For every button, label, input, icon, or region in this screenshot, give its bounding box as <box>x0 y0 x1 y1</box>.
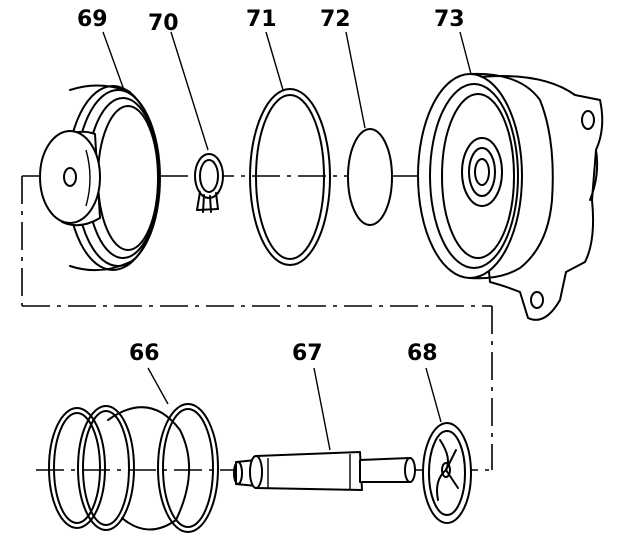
part-73-housing <box>417 72 604 321</box>
leader-lines <box>102 31 472 451</box>
part-66-seal-rings <box>48 403 219 533</box>
part-71-seal-ring <box>249 88 331 266</box>
part-72-seal <box>347 128 393 226</box>
callout-71: 71 <box>246 7 277 32</box>
callout-66: 66 <box>129 341 160 366</box>
callout-67: 67 <box>292 341 323 366</box>
callout-labels: 69 70 71 72 73 66 67 68 <box>77 7 465 366</box>
callout-70: 70 <box>148 11 179 36</box>
part-69-piston <box>39 84 161 272</box>
callout-69: 69 <box>77 7 108 32</box>
part-70-snap-ring <box>194 153 224 213</box>
callout-72: 72 <box>320 7 351 32</box>
callout-68: 68 <box>407 341 438 366</box>
part-68-valve <box>422 422 472 524</box>
part-67-shaft <box>233 451 416 491</box>
callout-73: 73 <box>434 7 465 32</box>
